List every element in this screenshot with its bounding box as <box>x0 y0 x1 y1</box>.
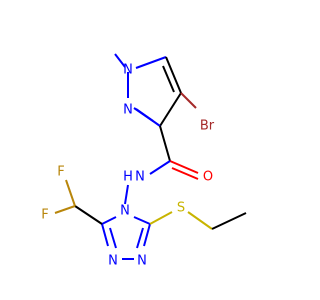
atom-nh-hydrogen: H <box>123 170 133 185</box>
bond-c5-c4-double <box>162 65 175 93</box>
atom-nh-nitrogen: N <box>135 170 145 185</box>
bond-ch2-ch3 <box>211 212 247 230</box>
atom-n-triazole-1: N <box>137 254 147 269</box>
bond-c3t-n2t <box>101 223 109 247</box>
bond-chf2-f-lower <box>54 205 76 214</box>
bond-carbonyl-o-double <box>171 167 199 180</box>
bond-c3t-n2t-double <box>109 227 117 249</box>
bond-carbonyl-nh <box>149 160 171 175</box>
bond-n4-c5t <box>133 216 151 225</box>
bond-chf2-f-upper <box>65 179 76 207</box>
atom-oxygen: O <box>203 170 213 185</box>
bond-c3t-chf2 <box>74 205 103 225</box>
bond-n1t-c5t <box>143 223 151 247</box>
bond-c4-br <box>180 92 197 109</box>
diagram-background <box>0 0 300 300</box>
bonds-group <box>54 53 247 260</box>
atom-sulfur: S <box>177 201 185 216</box>
bond-c5t-s <box>149 211 173 225</box>
bond-c3-carbonyl <box>159 125 171 162</box>
atom-bromine: Br <box>200 119 215 134</box>
atom-n-methyl: N <box>123 63 133 78</box>
bond-c3-n2-double <box>133 107 154 122</box>
bond-carbonyl-o <box>169 160 199 174</box>
bond-c5-c4 <box>165 56 182 94</box>
atom-n-pyrazole: N <box>123 103 133 118</box>
bond-n4-c3t <box>101 216 117 225</box>
atom-fluorine-lower: F <box>41 208 48 223</box>
molecule-structure-diagram: N N Br N H O N F F S N N <box>0 0 300 300</box>
bond-methyl-n1 <box>114 53 126 68</box>
bond-n1-c5 <box>135 56 167 69</box>
bond-n1t-c5t-double <box>136 227 144 249</box>
atoms-group: N N Br N H O N F F S N N <box>41 63 215 269</box>
atom-n-triazole-4: N <box>120 204 130 219</box>
atom-n-triazole-2: N <box>108 254 118 269</box>
bond-nh-n4 <box>124 184 129 205</box>
atom-fluorine-upper: F <box>57 165 64 180</box>
bond-c4-c3 <box>159 92 182 127</box>
bond-s-ch2 <box>187 211 213 230</box>
